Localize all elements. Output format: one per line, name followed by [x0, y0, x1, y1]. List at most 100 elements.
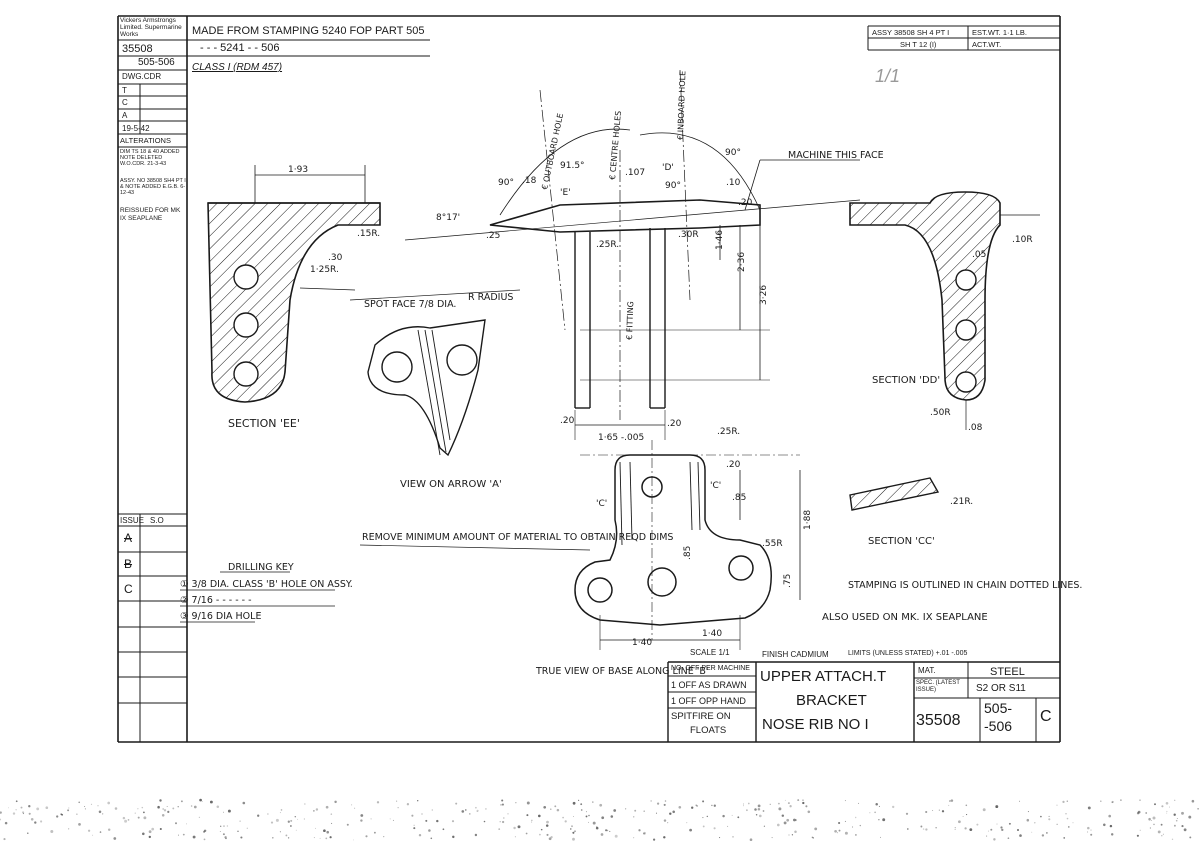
drilling-key-lines [180, 571, 335, 623]
row-a: A [122, 111, 128, 120]
section-ee-label: SECTION 'EE' [228, 417, 300, 430]
front-elevation-view [349, 69, 861, 440]
true-view-of-base [359, 440, 801, 650]
title-part-no-1: 505- [984, 700, 1013, 716]
drawing-frame [117, 15, 1061, 743]
part-number: 505-506 [138, 57, 175, 68]
scan-noise [0, 798, 1199, 842]
sheet-ref: SH T 12 (I) [900, 40, 937, 49]
aircraft-line-1: SPITFIRE ON [671, 711, 731, 722]
true-view-label: TRUE VIEW OF BASE ALONG LINE 'B' [535, 666, 709, 677]
label-fitting: € FITTING [625, 301, 635, 340]
drill-key-3: ③ 9/16 DIA HOLE [180, 611, 261, 622]
title-issue: C [1040, 708, 1052, 725]
view-notes: SPOT FACE 7/8 DIA. R RADIUS MACHINE THIS… [180, 150, 1082, 677]
dim-c1: 'C' [596, 499, 607, 509]
dim-15r: .15R. [357, 229, 380, 239]
limits: LIMITS (UNLESS STATED) +.01 -.005 [848, 650, 968, 657]
dim-140b: 1·40 [702, 629, 722, 639]
dim-21r: .21R. [950, 497, 973, 507]
dim-146: 1·46 [715, 230, 725, 250]
alteration-a: DIM TS 18 & 40 ADDED NOTE DELETED W.O.CD… [120, 149, 180, 167]
issue-c: C [124, 582, 133, 596]
mat-label: MAT. [918, 666, 936, 675]
reissued-note: REISSUED FOR MK IX SEAPLANE [120, 207, 181, 222]
dim-165: 1·65 -.005 [598, 433, 644, 443]
mat-value: STEEL [990, 666, 1025, 678]
dim-107: .107 [625, 168, 645, 178]
handwritten-mark: 1/1 [875, 66, 901, 86]
aircraft-line-2: FLOATS [690, 725, 727, 736]
alteration-b: ASSY. NO 38508 SH4 PT I & NOTE ADDED E.G… [120, 178, 186, 196]
section-dd-view [849, 191, 1040, 430]
view-arrow-a-label: VIEW ON ARROW 'A' [400, 479, 502, 490]
title-line-1: UPPER ATTACH.T [760, 668, 887, 685]
est-weight: EST.WT. 1·1 LB. [972, 28, 1028, 37]
made-from-line-1: MADE FROM STAMPING 5240 FOP PART 505 [192, 25, 425, 37]
dim-90a: 90° [498, 178, 514, 188]
label-outboard-hole: € OUTBOARD HOLE [540, 113, 565, 191]
remove-material-note: REMOVE MINIMUM AMOUNT OF MATERIAL TO OBT… [362, 532, 673, 543]
section-cc-view [849, 477, 940, 511]
drill-key-1: ① 3/8 DIA. CLASS 'B' HOLE ON ASSY. [180, 579, 353, 590]
section-cc-label: SECTION 'CC' [868, 536, 935, 547]
dim-85: .85 [732, 493, 746, 503]
dim-188: 1·88 [803, 510, 813, 530]
dim-8-17: 8°17' [436, 213, 460, 223]
so-label: S.O [150, 516, 164, 525]
dim-55r: .55R [762, 539, 783, 549]
dim-18: .18 [522, 176, 537, 186]
title-line-3: NOSE RIB NO I [762, 716, 869, 733]
row-date: 19-5-42 [122, 124, 150, 133]
off-opp-hand: 1 OFF OPP HAND [671, 696, 746, 706]
assy-ref: ASSY 38508 SH 4 PT I [872, 28, 950, 37]
dim-e-mark: 'E' [560, 188, 571, 198]
spot-face-note: SPOT FACE 7/8 DIA. [364, 299, 456, 310]
dim-20a: .20 [738, 198, 753, 208]
dim-236: 2·36 [737, 252, 747, 272]
dim-25: .25 [486, 231, 500, 241]
off-as-drawn: 1 OFF AS DRAWN [671, 680, 747, 690]
title-drawing-number: 35508 [916, 712, 961, 729]
no-off-header: NO. OFF PER MACHINE [671, 665, 750, 672]
drawing-number: 35508 [122, 43, 153, 55]
dim-50r: .50R [930, 408, 951, 418]
dim-20b: .20 [560, 416, 575, 426]
row-alterations: ALTERATIONS [120, 136, 171, 145]
dim-1-93: 1·93 [288, 165, 308, 175]
dim-30a: .30 [328, 253, 343, 263]
section-ee-view [207, 165, 381, 403]
issue-label: ISSUE [120, 516, 145, 525]
spec-label: SPEC. (LATEST ISSUE) [916, 680, 960, 693]
dim-30r: .30R [678, 230, 699, 240]
issue-a: A [124, 531, 133, 545]
also-used-note: ALSO USED ON MK. IX SEAPLANE [822, 612, 988, 623]
dim-326: 3·26 [759, 285, 769, 305]
dim-125r: 1·25R. [310, 265, 339, 275]
label-centre-holes: € CENTRE HOLES [608, 110, 623, 180]
dim-05: .05 [972, 250, 986, 260]
dim-25r: .25R. [596, 240, 619, 250]
row-t: T [122, 86, 127, 95]
dim-d-mark: 'D' [662, 163, 674, 173]
dim-20c: .20 [667, 419, 682, 429]
drilling-key-title: DRILLING KEY [228, 562, 294, 573]
title-line-2: BRACKET [796, 692, 867, 709]
scale: SCALE 1/1 [690, 648, 730, 657]
dim-140a: 1·40 [632, 638, 652, 648]
drill-key-2: ② 7/16 - - - - - - [180, 595, 252, 606]
dim-20d: .20 [726, 460, 741, 470]
dim-25r2: .25R. [717, 427, 740, 437]
machine-face-note: MACHINE THIS FACE [788, 150, 884, 161]
dim-08: .08 [968, 423, 983, 433]
dim-90c: 90° [725, 148, 741, 158]
finish: FINISH CADMIUM [762, 650, 829, 659]
dim-85b: .85 [683, 546, 693, 560]
dim-10: .10 [726, 178, 741, 188]
company-name: Vickers Armstrongs Limited. Supermarine … [120, 17, 182, 38]
row-c: C [122, 98, 128, 107]
spec-value: S2 OR S11 [976, 683, 1026, 694]
made-from-line-2: - - - 5241 - - 506 [200, 42, 280, 54]
dim-c2: 'C' [710, 481, 721, 491]
